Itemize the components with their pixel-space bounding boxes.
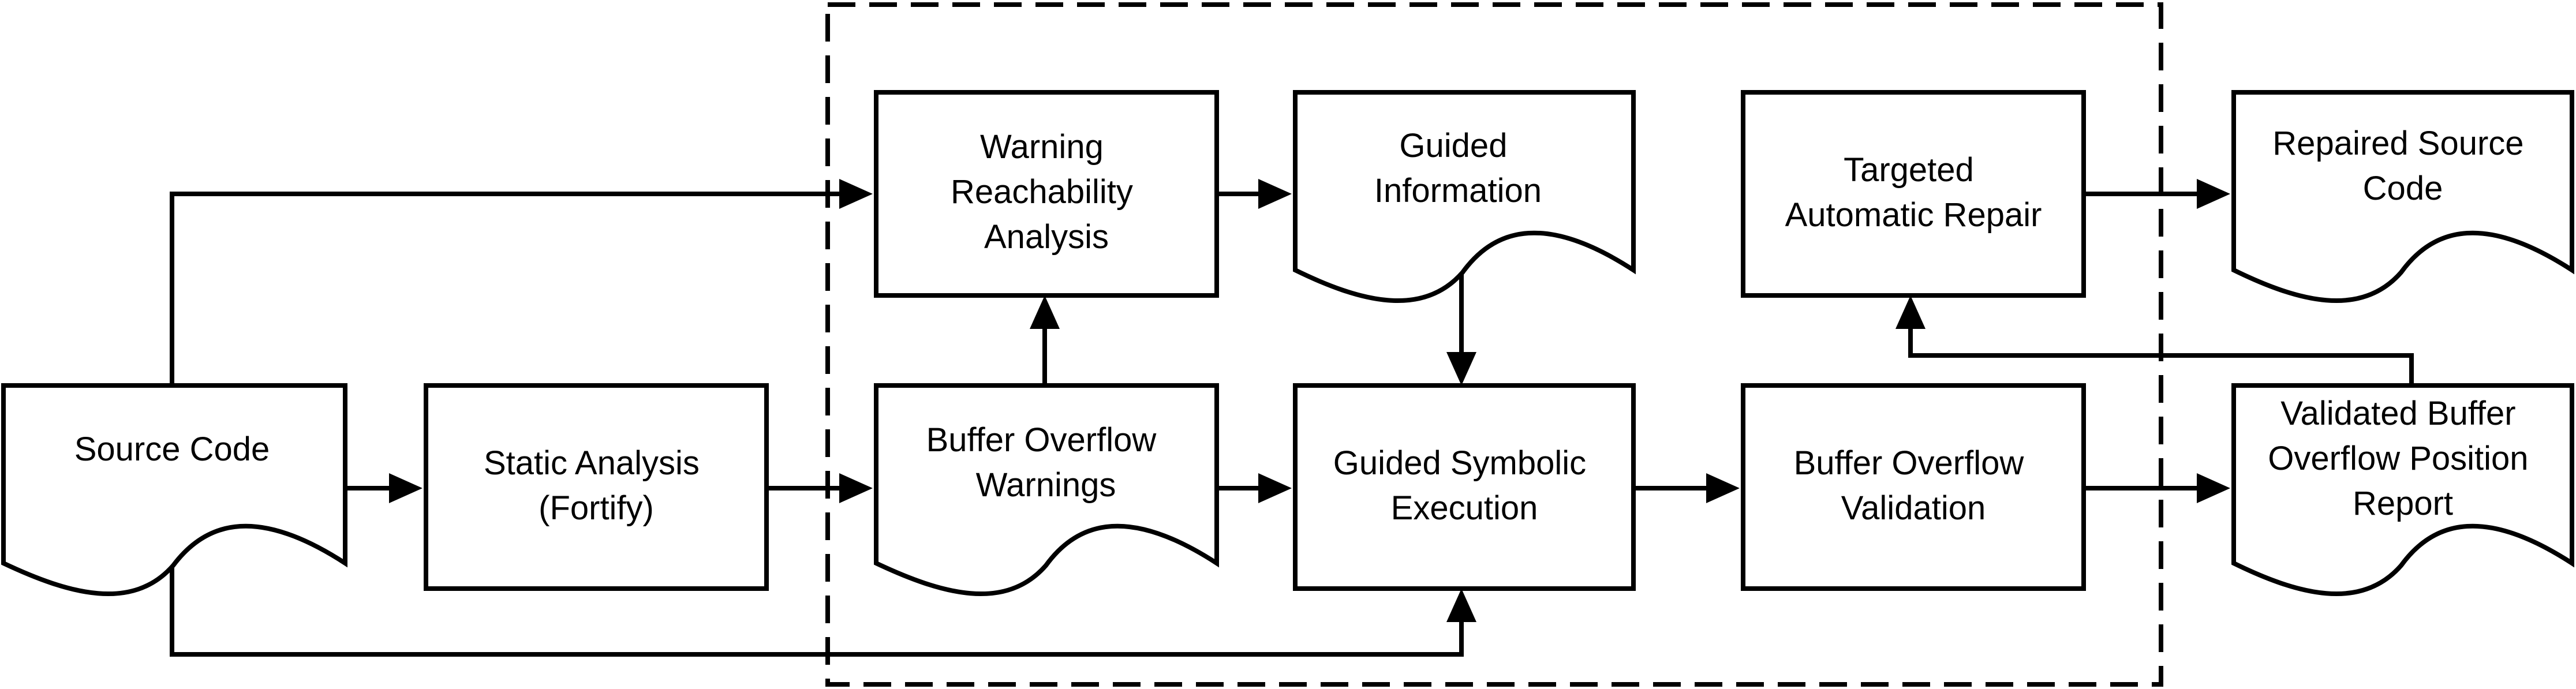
- node-targeted-automatic-repair: Targeted Automatic Repair: [1741, 90, 2086, 298]
- arrowhead: [1030, 295, 1060, 329]
- arrowhead: [389, 473, 423, 503]
- label-line: Source Code: [74, 430, 270, 468]
- edge-source-to-symbolic: [170, 568, 1464, 657]
- arrowhead: [1706, 473, 1740, 503]
- document-shape: [1293, 90, 1636, 303]
- label-line: Repaired Source: [2272, 125, 2523, 162]
- process-box: [1741, 383, 2086, 591]
- document-shape: [2231, 383, 2574, 596]
- process-box: [1741, 90, 2086, 298]
- arrowhead: [1446, 352, 1476, 385]
- process-box: [1293, 383, 1636, 591]
- node-targeted-automatic-repair-label: Targeted Automatic Repair: [1785, 151, 2042, 234]
- label-line: Buffer Overflow: [926, 421, 1157, 459]
- label-line: Guided Symbolic: [1333, 444, 1586, 482]
- label-line: (Fortify): [539, 489, 654, 527]
- node-guided-information: Guided Information: [1293, 90, 1636, 303]
- label-line: Overflow Position: [2268, 440, 2528, 477]
- arrowhead: [1895, 295, 1926, 329]
- process-box: [424, 383, 769, 591]
- node-buffer-overflow-validation-label: Buffer Overflow Validation: [1794, 444, 2033, 527]
- label-line: Reachability: [951, 173, 1133, 211]
- label-line: Validated Buffer: [2280, 395, 2515, 432]
- arrowhead: [2197, 473, 2230, 503]
- node-repaired-source-code: Repaired Source Code: [2231, 90, 2574, 303]
- dashed-region: [825, 2, 2163, 687]
- node-static-analysis-label: Static Analysis (Fortify): [484, 444, 709, 527]
- edge-source-to-reachability: [170, 192, 843, 385]
- node-warning-reachability-analysis: Warning Reachability Analysis: [874, 90, 1219, 298]
- process-box: [874, 90, 1219, 298]
- label-line: Buffer Overflow: [1794, 444, 2025, 482]
- node-source-code-label: Source Code: [74, 430, 270, 468]
- node-validated-report-label: Validated Buffer Overflow Position Repor…: [2268, 395, 2537, 522]
- arrowhead: [2197, 179, 2230, 209]
- label-line: Information: [1374, 172, 1542, 209]
- node-buffer-overflow-validation: Buffer Overflow Validation: [1741, 383, 2086, 591]
- arrowhead: [1446, 589, 1476, 622]
- arrowhead: [839, 179, 873, 209]
- node-guided-symbolic-execution-label: Guided Symbolic Execution: [1333, 444, 1596, 527]
- label-line: Warning: [980, 128, 1104, 166]
- label-line: Report: [2353, 485, 2453, 522]
- label-line: Warnings: [976, 466, 1116, 504]
- node-guided-information-label: Guided Information: [1374, 127, 1542, 209]
- edge-report-to-repair: [1908, 325, 2414, 385]
- document-shape: [2231, 90, 2574, 303]
- connectors: [170, 179, 2414, 657]
- label-line: Automatic Repair: [1785, 196, 2042, 234]
- arrowhead: [1258, 473, 1292, 503]
- label-line: Targeted: [1844, 151, 1974, 189]
- node-source-code: Source Code: [1, 383, 347, 596]
- node-static-analysis: Static Analysis (Fortify): [424, 383, 769, 591]
- label-line: Guided: [1399, 127, 1507, 164]
- node-buffer-overflow-warnings: Buffer Overflow Warnings: [874, 383, 1219, 596]
- node-warning-reachability-analysis-label: Warning Reachability Analysis: [951, 128, 1142, 256]
- label-line: Execution: [1391, 489, 1538, 527]
- label-line: Code: [2363, 170, 2443, 207]
- label-line: Analysis: [984, 218, 1109, 256]
- arrowhead: [1258, 179, 1292, 209]
- label-line: Static Analysis: [484, 444, 700, 482]
- arrowhead: [839, 473, 873, 503]
- document-shape: [1, 383, 347, 596]
- node-validated-report: Validated Buffer Overflow Position Repor…: [2231, 383, 2574, 596]
- node-repaired-source-code-label: Repaired Source Code: [2272, 125, 2533, 207]
- node-guided-symbolic-execution: Guided Symbolic Execution: [1293, 383, 1636, 591]
- label-line: Validation: [1841, 489, 1986, 527]
- node-buffer-overflow-warnings-label: Buffer Overflow Warnings: [926, 421, 1166, 504]
- document-shape: [874, 383, 1219, 596]
